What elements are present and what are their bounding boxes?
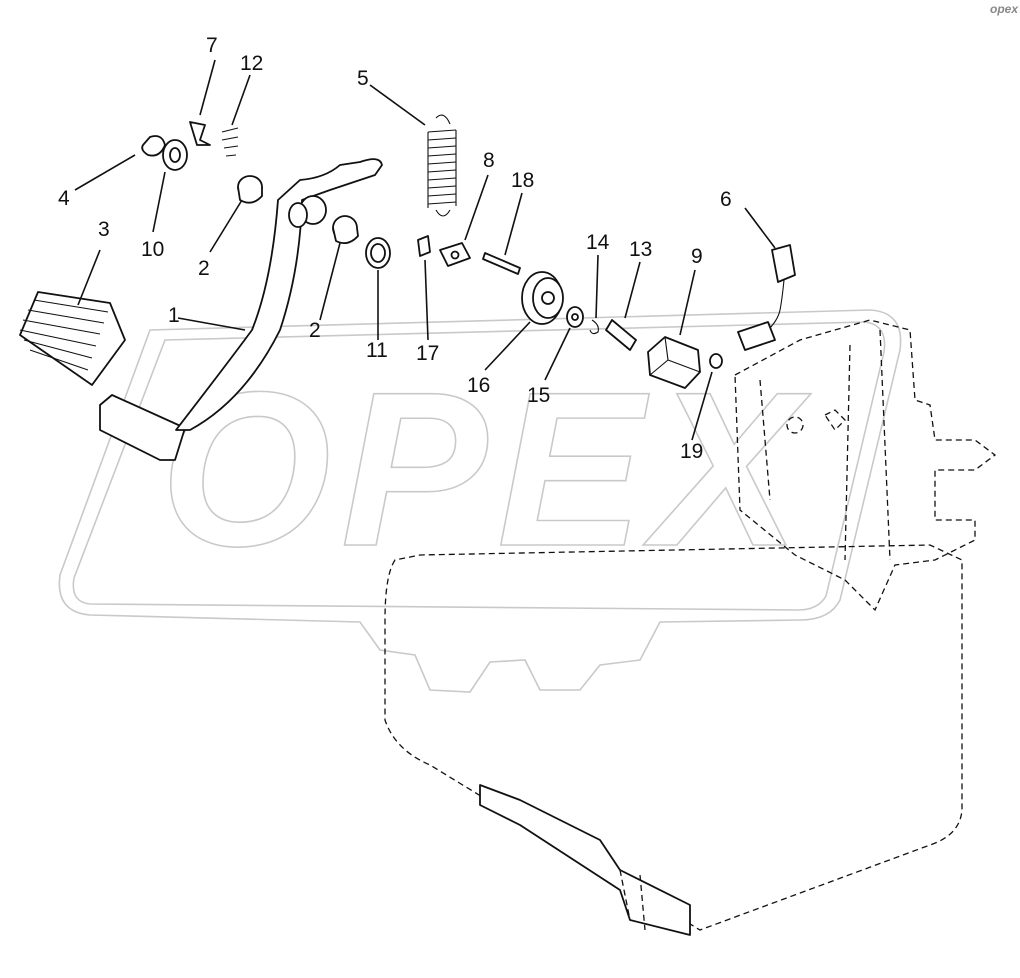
small-parts-left xyxy=(141,121,391,269)
bracket-and-bolt xyxy=(417,235,521,275)
callout-11: 11 xyxy=(366,339,388,362)
callout-17: 17 xyxy=(416,342,439,365)
pedal-arm xyxy=(99,158,383,461)
callout-1: 1 xyxy=(168,304,180,327)
callout-18: 18 xyxy=(511,169,534,192)
callout-labels: 1 2 2 3 4 5 6 7 8 9 10 11 12 13 14 15 16… xyxy=(58,34,732,463)
callout-2-lower: 2 xyxy=(309,319,321,342)
linkage-outline xyxy=(384,544,963,936)
svg-text:opex: opex xyxy=(990,2,1019,16)
callout-14: 14 xyxy=(586,231,610,254)
callout-15: 15 xyxy=(527,384,550,407)
callout-2-upper: 2 xyxy=(198,257,210,280)
small-parts-mid xyxy=(566,306,637,351)
opex-logo: opex xyxy=(990,2,1019,16)
callout-6: 6 xyxy=(720,188,732,211)
callout-19: 19 xyxy=(680,440,703,463)
callout-3: 3 xyxy=(98,218,110,241)
mounting-bracket xyxy=(734,319,997,612)
tension-spring xyxy=(427,114,457,217)
leader-lines xyxy=(74,59,776,441)
callout-4: 4 xyxy=(58,187,70,210)
callout-12: 12 xyxy=(240,52,263,75)
position-sensor xyxy=(647,336,723,389)
callout-10: 10 xyxy=(141,238,164,261)
pedal-pad xyxy=(19,291,126,386)
watermark: OPEX xyxy=(58,309,902,693)
callout-16: 16 xyxy=(467,374,490,397)
wire-harness xyxy=(737,244,796,351)
callout-9: 9 xyxy=(691,245,703,268)
sensor-hub xyxy=(521,271,564,325)
watermark-text: OPEX xyxy=(160,346,811,592)
callout-8: 8 xyxy=(483,149,495,172)
callout-5: 5 xyxy=(357,67,369,90)
callout-7: 7 xyxy=(206,34,218,57)
callout-13: 13 xyxy=(629,238,652,261)
